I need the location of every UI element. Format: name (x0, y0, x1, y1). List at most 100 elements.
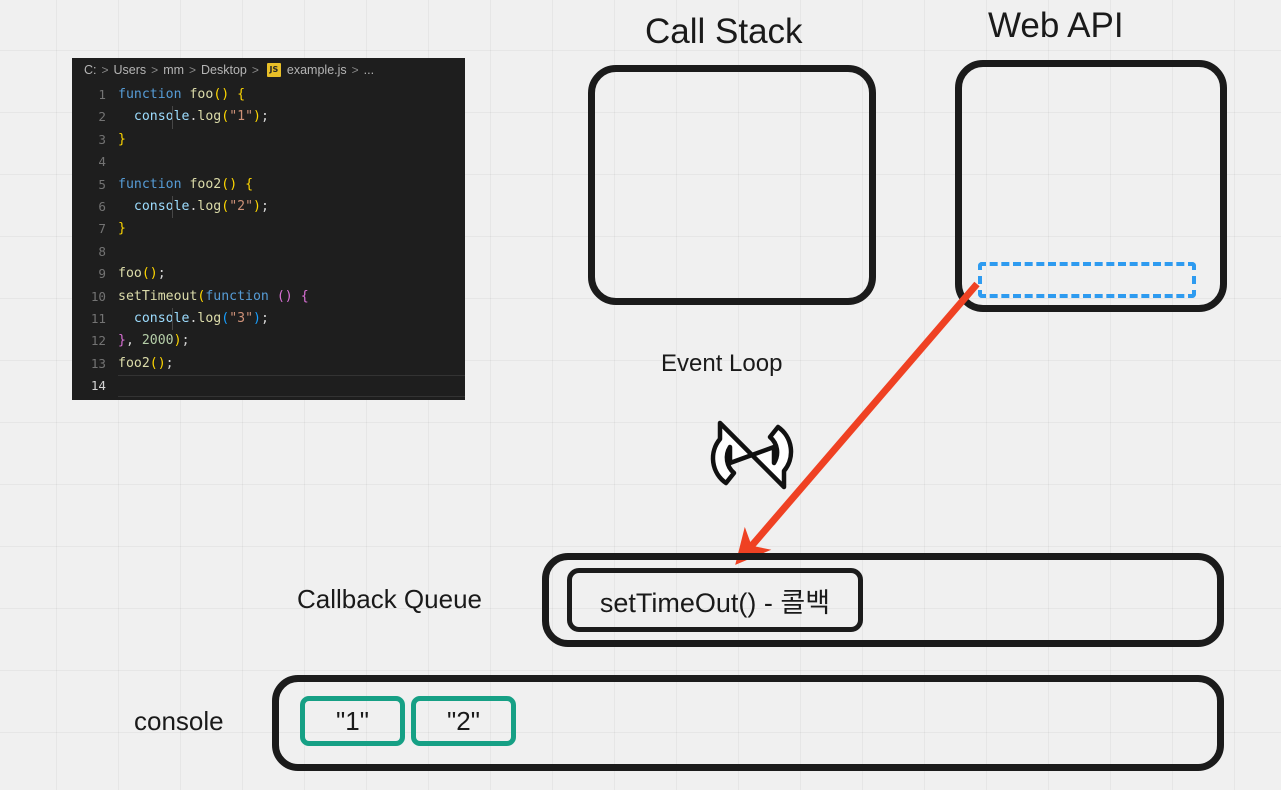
line-number: 9 (98, 266, 106, 282)
code-token: { (245, 176, 254, 192)
line-number: 3 (98, 131, 106, 147)
code-token: function (205, 288, 269, 304)
code-line[interactable]: 11 console.log("3"); (72, 307, 465, 331)
line-number: 10 (90, 288, 106, 304)
callback-queue-label: Callback Queue (297, 584, 482, 614)
code-token: . (189, 109, 198, 125)
code-line[interactable]: 7} (72, 218, 465, 240)
console-box[interactable] (272, 675, 1224, 771)
console-output-item[interactable]: "1" (300, 696, 405, 746)
indent-guide (172, 307, 173, 331)
code-token: } (118, 221, 126, 237)
code-token: () (276, 288, 293, 304)
line-number: 4 (98, 154, 106, 170)
code-line[interactable]: 4 (72, 151, 465, 173)
code-token: ) (253, 109, 261, 125)
code-line[interactable]: 12 }, 2000); (72, 330, 465, 352)
code-text[interactable]: console.log("1"); (118, 106, 269, 129)
code-text[interactable]: }, 2000); (118, 330, 190, 352)
code-token: ( (197, 288, 206, 304)
breadcrumb-segment[interactable]: Users (113, 63, 147, 77)
code-line[interactable]: 14 (72, 375, 465, 398)
code-text[interactable]: } (118, 218, 126, 240)
code-token: ) (173, 333, 182, 349)
js-file-icon: JS (266, 63, 281, 77)
code-text[interactable]: console.log("2"); (118, 195, 269, 219)
code-text[interactable]: foo2(); (118, 353, 174, 375)
code-token: () (221, 176, 238, 192)
code-token: ( (221, 198, 230, 214)
code-token: 2000 (141, 333, 174, 349)
code-line[interactable]: 3} (72, 129, 465, 151)
code-token (269, 289, 277, 304)
callback-queue-item[interactable]: setTimeOut() - 콜백 (567, 568, 863, 632)
console-output-item[interactable]: "2" (411, 696, 516, 746)
breadcrumb-separator-icon: > (151, 63, 159, 77)
breadcrumb-segment[interactable]: Desktop (201, 63, 247, 77)
code-token (134, 333, 142, 348)
code-token: foo2 (189, 176, 222, 192)
indent-guide (172, 106, 173, 129)
console-label: console (134, 706, 224, 736)
code-text[interactable]: } (118, 129, 126, 151)
code-token: ; (181, 333, 190, 349)
code-token: . (189, 198, 198, 214)
call-stack-box[interactable] (588, 65, 876, 305)
code-text[interactable]: function foo() { (118, 84, 245, 106)
code-token: ; (157, 266, 166, 282)
code-token: "3" (229, 310, 254, 326)
code-token: log (197, 310, 222, 326)
code-token: ) (253, 198, 261, 214)
breadcrumb-segment[interactable]: mm (163, 63, 185, 77)
code-token: } (118, 131, 126, 147)
code-line[interactable]: 8 (72, 241, 465, 263)
callback-queue-box[interactable] (542, 553, 1224, 647)
code-token: foo (118, 266, 142, 282)
line-number: 5 (98, 176, 106, 192)
code-line[interactable]: 5 function foo2() { (72, 174, 465, 196)
code-line[interactable]: 2 console.log("1"); (72, 106, 465, 129)
line-number: 12 (90, 333, 106, 349)
line-number: 14 (90, 378, 106, 394)
code-line[interactable]: 1 function foo() { (72, 84, 465, 106)
line-number: 2 (98, 109, 106, 125)
code-token: ; (165, 355, 174, 371)
code-token (229, 87, 237, 102)
breadcrumb-overflow[interactable]: ... (363, 63, 375, 77)
breadcrumb-separator-icon: > (101, 63, 109, 77)
code-token: setTimeout (118, 288, 198, 304)
code-text[interactable] (118, 375, 465, 398)
code-token: } (118, 333, 126, 349)
code-token: "2" (229, 198, 254, 214)
breadcrumb-segment[interactable]: C: (84, 63, 97, 77)
code-token: log (197, 109, 222, 125)
breadcrumb-filename[interactable]: example.js (286, 63, 347, 77)
code-token: function (118, 87, 182, 102)
code-token (118, 199, 134, 214)
code-token: ; (260, 310, 269, 326)
code-token: console (133, 198, 190, 214)
code-token (293, 289, 301, 304)
code-line[interactable]: 10 setTimeout(function () { (72, 286, 465, 308)
code-token (118, 109, 134, 124)
line-number: 1 (98, 87, 106, 102)
code-token: log (197, 198, 222, 214)
code-token: () (213, 87, 230, 102)
code-token: ( (221, 109, 230, 125)
code-text[interactable]: function foo2() { (118, 174, 253, 196)
code-token: () (149, 355, 166, 371)
code-line[interactable]: 6 console.log("2"); (72, 195, 465, 219)
code-token: foo (189, 87, 214, 102)
code-text[interactable]: console.log("3"); (118, 307, 269, 331)
code-text[interactable]: setTimeout(function () { (118, 286, 309, 308)
code-token (237, 177, 245, 192)
code-text[interactable]: foo(); (118, 263, 166, 285)
code-line[interactable]: 9 foo(); (72, 263, 465, 285)
web-api-box[interactable] (955, 60, 1227, 312)
code-token: "1" (229, 109, 254, 125)
web-api-pending-task-selection[interactable] (978, 262, 1196, 298)
